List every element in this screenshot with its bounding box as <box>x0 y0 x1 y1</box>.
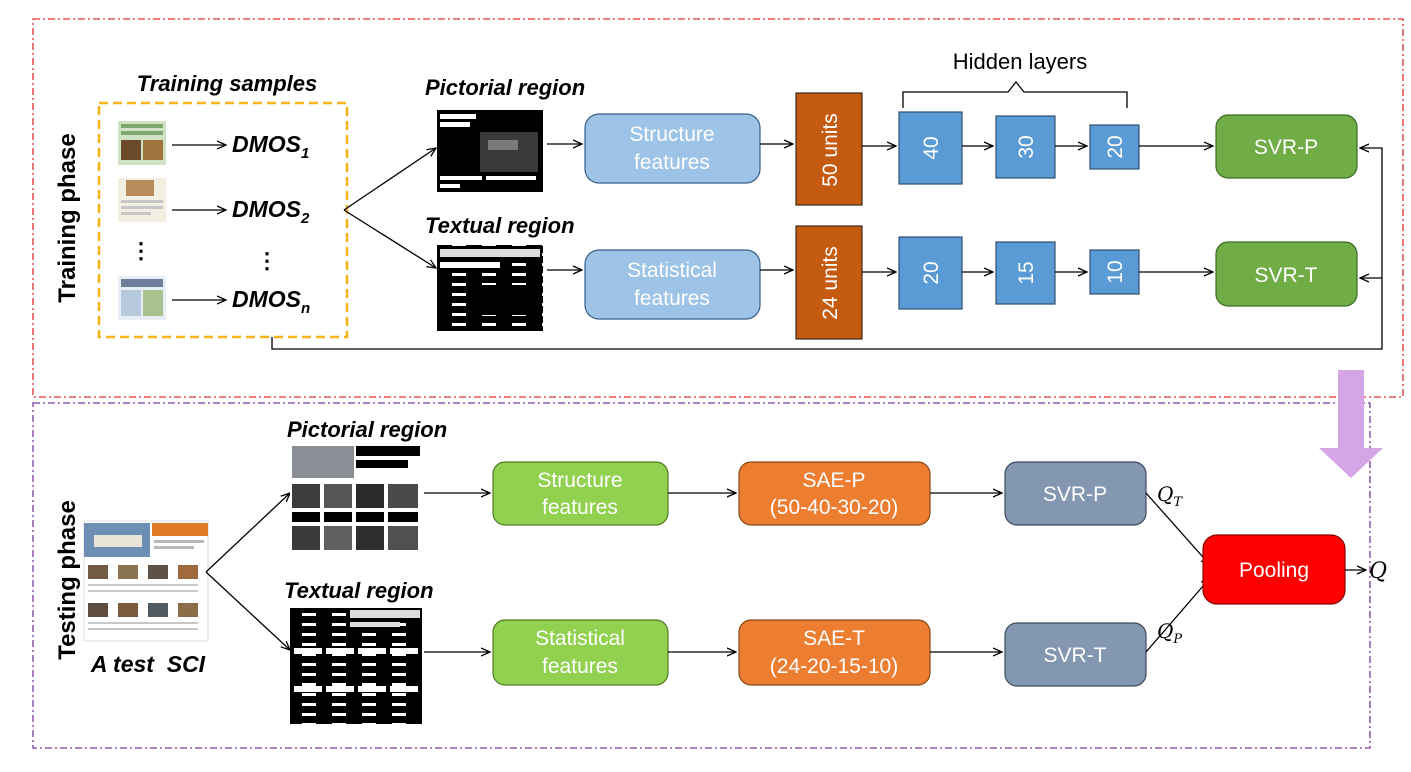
textual-region-image <box>437 245 543 331</box>
textual-region-image-test <box>290 608 422 724</box>
svr-t-train-label: SVR-T <box>1255 264 1318 287</box>
hidden-layer-node <box>898 236 963 310</box>
q-t-label: QT <box>1157 482 1183 510</box>
statistical-features-box <box>584 249 761 320</box>
test-sci-image <box>83 520 209 642</box>
training-phase-label: Training phase <box>54 133 81 302</box>
hidden-layers-label: Hidden layers <box>953 49 1088 74</box>
pictorial-region-title: Pictorial region <box>425 75 585 100</box>
hidden-layer-node-label: 15 <box>1015 261 1038 284</box>
hidden-layer-node <box>1089 249 1140 295</box>
hidden-layer-node <box>995 115 1056 179</box>
svr-p-train-label: SVR-P <box>1254 136 1318 159</box>
svr-t-test-box <box>1004 622 1147 687</box>
textual-region-title-test: Textual region <box>284 578 434 603</box>
training-samples-title: Training samples <box>137 71 318 96</box>
svr-t-train-box <box>1215 241 1358 307</box>
pictorial-region-image-test <box>290 444 422 554</box>
input-units-bottom <box>795 225 863 340</box>
sae-t-label: SAE-T(24-20-15-10) <box>770 627 898 678</box>
pictorial-region-title-test: Pictorial region <box>287 417 447 442</box>
sae-p-label: SAE-P(50-40-30-20) <box>770 469 898 519</box>
ellipsis-right: ⋮ <box>256 248 278 273</box>
test-sci-caption: A test SCI <box>90 651 206 677</box>
training-sample-image <box>118 178 166 222</box>
training-sample-image <box>118 121 166 165</box>
q-p-label: QP <box>1157 619 1182 647</box>
dmos-feedback-line <box>271 148 1383 350</box>
hidden-layer-node <box>898 111 963 185</box>
testing-phase-border <box>32 402 1371 749</box>
dmos-label: DMOSn <box>232 286 310 317</box>
svr-p-test-label: SVR-P <box>1043 483 1107 506</box>
input-units-top <box>795 92 863 206</box>
hidden-layer-node-label: 40 <box>920 136 943 159</box>
input-units-bottom-label: 24 units <box>819 246 842 320</box>
hidden-layer-node <box>995 241 1056 305</box>
training-sample-image <box>118 276 166 320</box>
pictorial-region-image <box>437 110 543 192</box>
hidden-layer-node-label: 20 <box>1104 135 1127 158</box>
dmos-label: DMOS2 <box>232 196 310 227</box>
hidden-layers-brace <box>902 80 1128 108</box>
textual-region-title: Textual region <box>425 213 575 238</box>
training-samples-box <box>97 101 349 339</box>
svr-t-test-label: SVR-T <box>1044 644 1107 667</box>
testing-phase-label: Testing phase <box>54 500 81 660</box>
hidden-layer-node <box>1089 124 1140 170</box>
structure-features-box <box>584 113 761 184</box>
training-to-testing-arrow <box>1319 370 1383 478</box>
input-units-top-label: 50 units <box>819 113 842 187</box>
q-output-label: Q <box>1369 559 1387 584</box>
hidden-layer-node-label: 30 <box>1015 135 1038 158</box>
dmos-label: DMOS1 <box>232 131 309 162</box>
pooling-label: Pooling <box>1239 559 1309 582</box>
hidden-layer-node-label: 10 <box>1104 260 1127 283</box>
ellipsis-left: ⋮ <box>130 238 152 263</box>
svr-p-train-box <box>1215 114 1358 179</box>
training-phase-border <box>32 18 1404 398</box>
hidden-layer-node-label: 20 <box>920 261 943 284</box>
